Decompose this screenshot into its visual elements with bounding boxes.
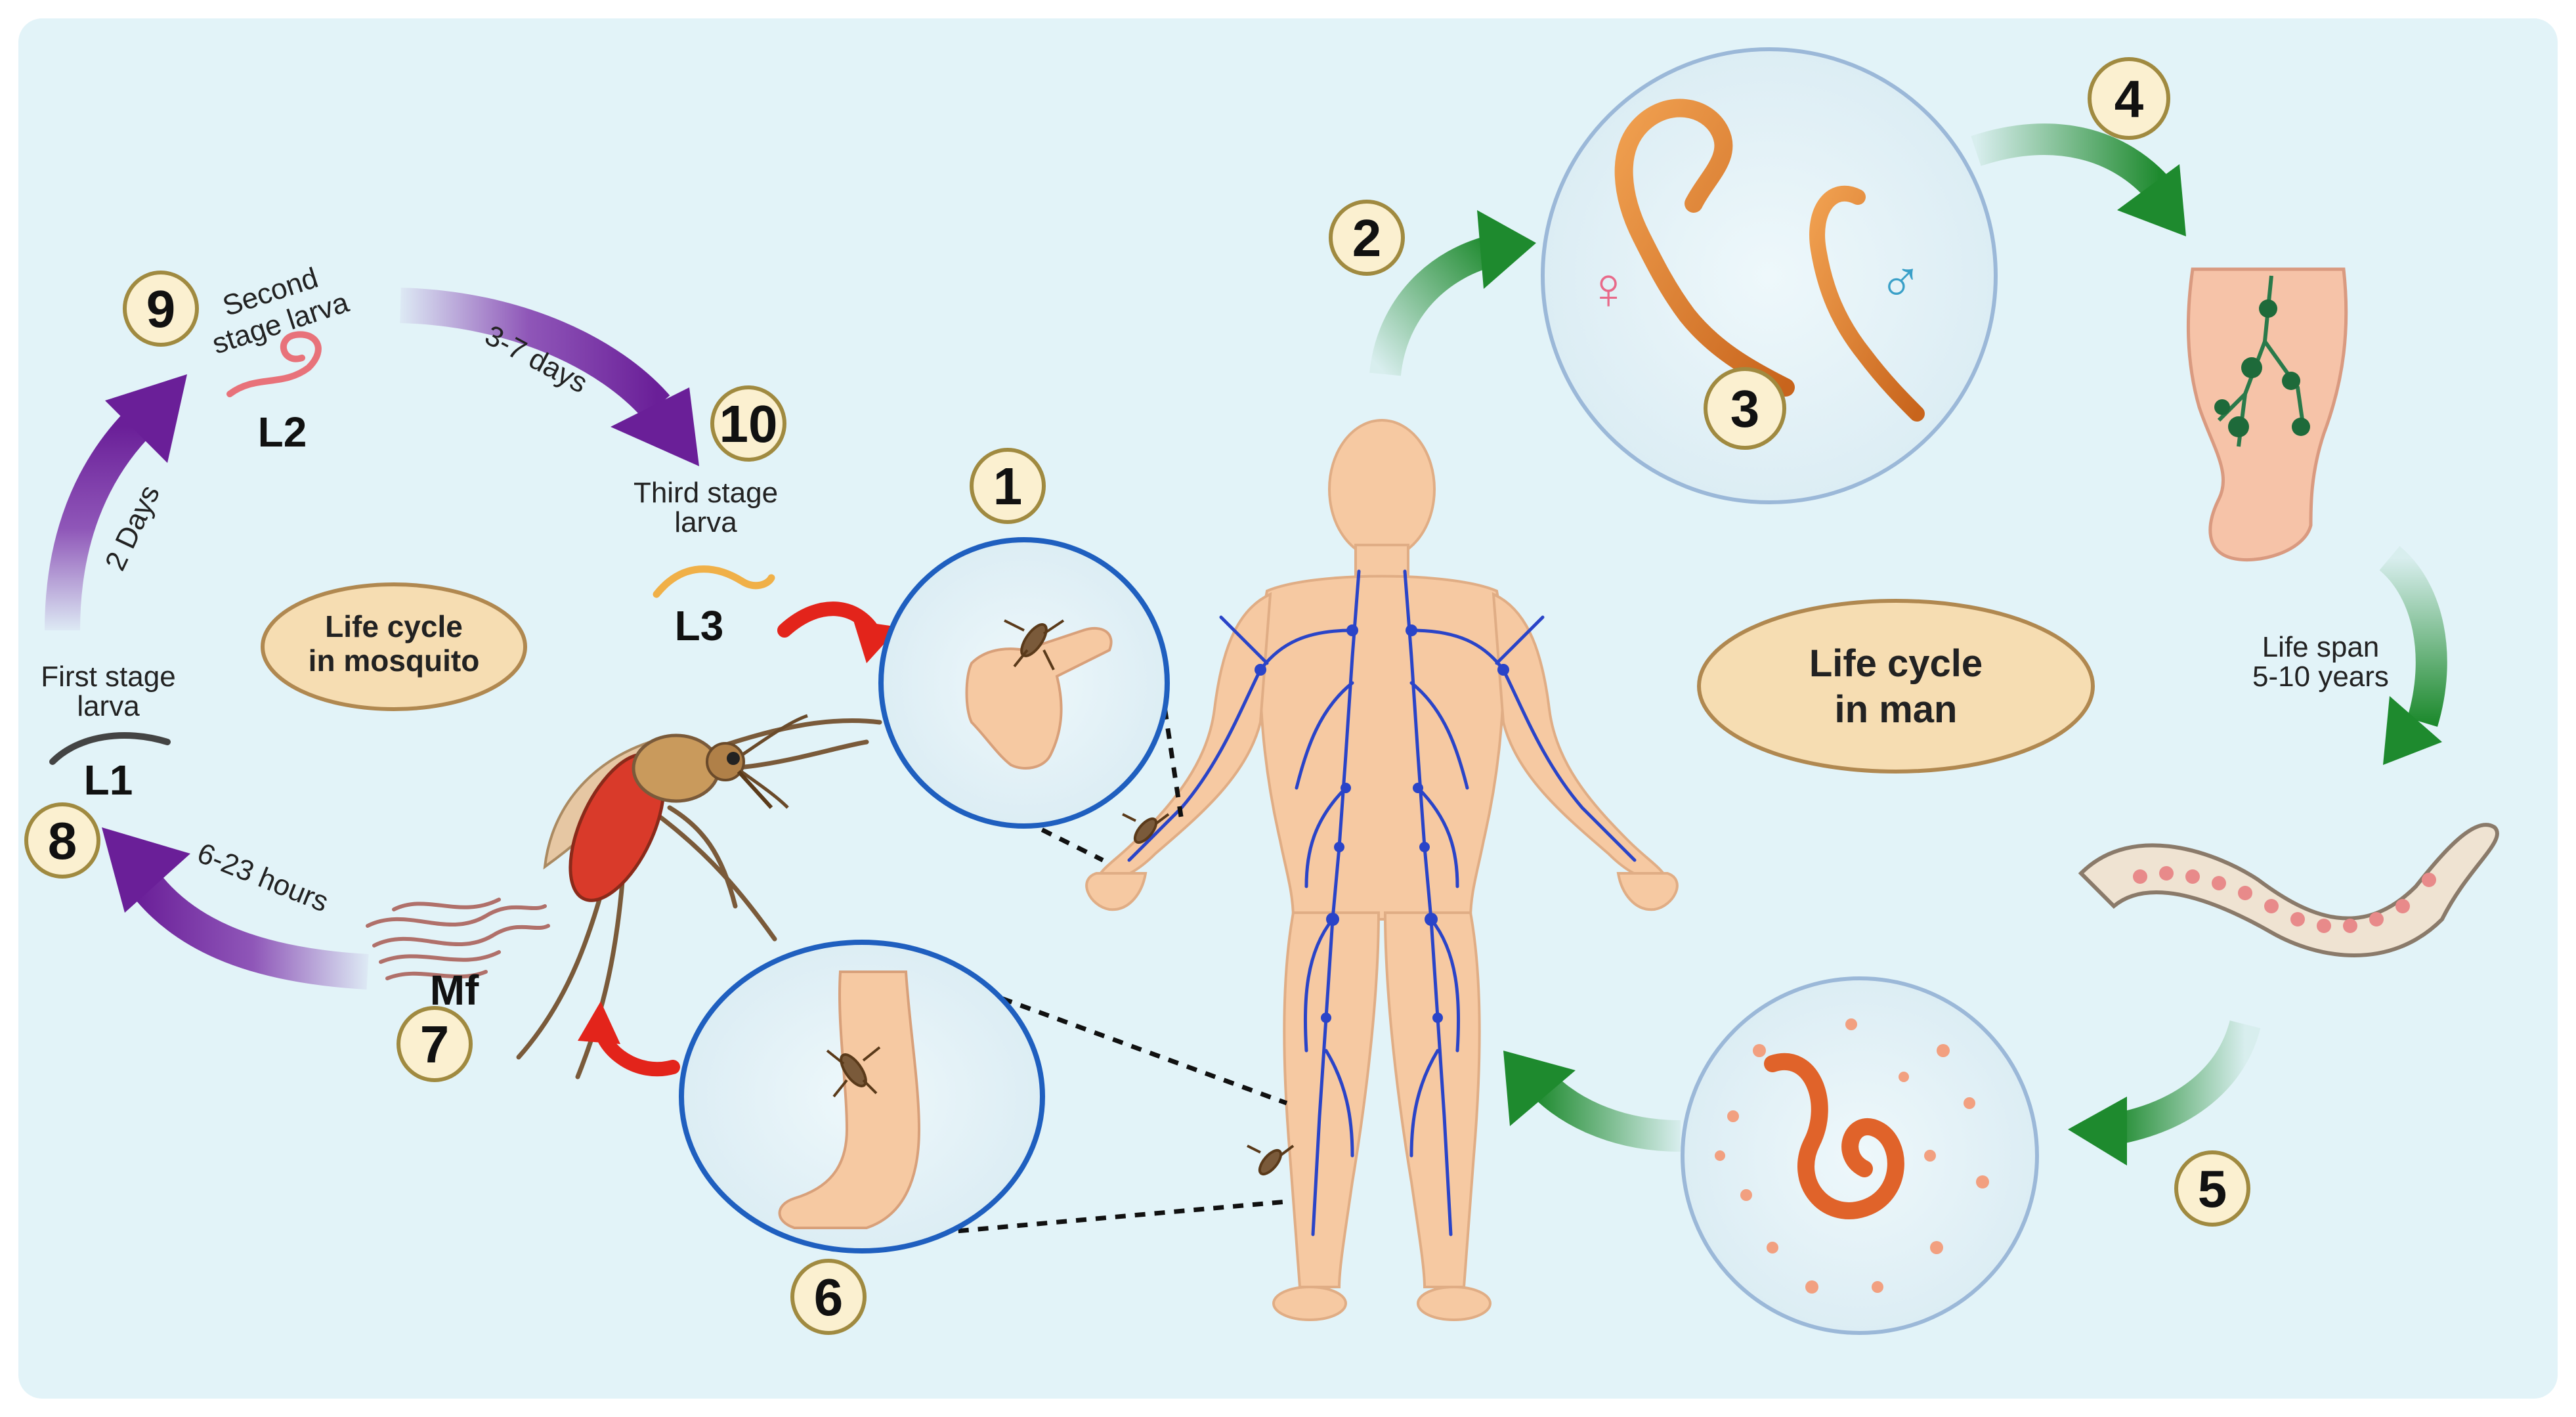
male-worm-icon xyxy=(1809,185,1925,422)
step-badge-2: 2 xyxy=(1329,200,1405,276)
female-worm-icon xyxy=(1614,98,1795,397)
blood-cells xyxy=(1715,1018,1989,1294)
step-badge-8: 8 xyxy=(24,802,100,879)
male-symbol: ♂ xyxy=(1878,250,1923,315)
leg-icon xyxy=(778,970,921,1229)
third-stage-larva: Third stage larva L3 xyxy=(633,477,778,649)
l3-code: L3 xyxy=(675,602,724,649)
female-symbol: ♀ xyxy=(1586,256,1631,322)
man-cycle-label-line2: in man xyxy=(1835,688,1958,731)
step-number-10: 10 xyxy=(719,395,778,453)
man-cycle-label-line1: Life cycle xyxy=(1809,642,1983,685)
l2-code: L2 xyxy=(258,408,307,456)
l2-larva-icon xyxy=(226,331,322,397)
zoom-circle-adult-worms: ♀ ♂ xyxy=(1541,47,1998,504)
step-badge-9: 9 xyxy=(123,271,199,347)
arrow-l1-to-l2 xyxy=(45,374,187,631)
lymphatic-vessels xyxy=(1127,569,1637,1236)
step-badge-3: 3 xyxy=(1704,367,1786,450)
lymph-nodes xyxy=(1255,624,1509,1023)
mosquito-cycle-oval: Life cycle in mosquito xyxy=(261,582,527,711)
microfilaria-large-icon xyxy=(2078,823,2499,957)
zoom-circle-hand-bite xyxy=(878,537,1170,829)
mosquito-on-leg-icon xyxy=(1247,1144,1295,1176)
step-number-7: 7 xyxy=(420,1015,450,1074)
arrow-mf-to-l1 xyxy=(102,827,369,990)
step-number-6: 6 xyxy=(814,1268,844,1326)
lifespan-line1: Life span xyxy=(2262,631,2380,663)
step-number-1: 1 xyxy=(993,457,1023,515)
mosquito-on-hand-icon xyxy=(1122,813,1170,844)
step-badge-6: 6 xyxy=(790,1259,867,1335)
first-stage-larva: First stage larva L1 xyxy=(41,661,175,804)
human-body-illustration xyxy=(1085,419,1679,1321)
blood-microfilaria-icon xyxy=(1764,1053,1904,1219)
mosquito-on-hand-zoom-icon xyxy=(1004,619,1065,670)
microfilariae-cluster-icon xyxy=(366,898,550,980)
mf-code: Mf xyxy=(430,967,479,1014)
mosquito-cycle-label-line2: in mosquito xyxy=(309,643,480,678)
mosquito-on-leg-zoom-icon xyxy=(826,1046,881,1098)
step-number-9: 9 xyxy=(146,280,176,338)
mosquito-illustration xyxy=(516,714,882,1079)
l1-larva-icon xyxy=(49,732,171,765)
l1-name-line2: larva xyxy=(77,690,140,722)
l1-name-line1: First stage xyxy=(41,661,175,693)
hand-icon xyxy=(965,626,1113,770)
step-number-4: 4 xyxy=(2114,70,2144,128)
step-number-3: 3 xyxy=(1730,380,1760,438)
step-badge-7: 7 xyxy=(397,1006,473,1082)
step-badge-5: 5 xyxy=(2174,1150,2250,1227)
step-badge-10: 10 xyxy=(710,385,786,462)
step-number-5: 5 xyxy=(2198,1160,2227,1218)
microfilariae: Mf xyxy=(366,898,550,1014)
man-cycle-oval: Life cycle in man xyxy=(1697,599,2095,774)
l3-name-line2: larva xyxy=(674,506,737,538)
l1-code: L1 xyxy=(84,756,133,804)
l3-larva-icon xyxy=(653,565,775,598)
mosquito-cycle-label-line1: Life cycle xyxy=(325,609,463,643)
arrow-l2-to-l3 xyxy=(400,288,699,466)
step-badge-4: 4 xyxy=(2088,57,2170,140)
zoom-circle-microfilariae-blood xyxy=(1681,976,2039,1335)
arrow-lifespan xyxy=(2378,546,2447,765)
arrow-to-swollen-leg xyxy=(1971,123,2186,236)
arrow-to-microfilariae-in-blood xyxy=(2068,1020,2261,1166)
step-number-8: 8 xyxy=(48,812,77,870)
l3-name-line1: Third stage xyxy=(633,477,778,509)
red-arrow-to-mosquito xyxy=(578,1001,680,1077)
arrow-to-adult-worms xyxy=(1369,210,1536,376)
zoom-circle-leg-bite xyxy=(679,940,1045,1254)
lifespan-line2: 5-10 years xyxy=(2252,661,2389,693)
step-badge-1: 1 xyxy=(970,448,1046,524)
step-number-2: 2 xyxy=(1352,209,1382,267)
arrow-blood-to-human xyxy=(1503,1051,1681,1152)
swollen-leg-elephantiasis-icon xyxy=(2186,267,2348,562)
